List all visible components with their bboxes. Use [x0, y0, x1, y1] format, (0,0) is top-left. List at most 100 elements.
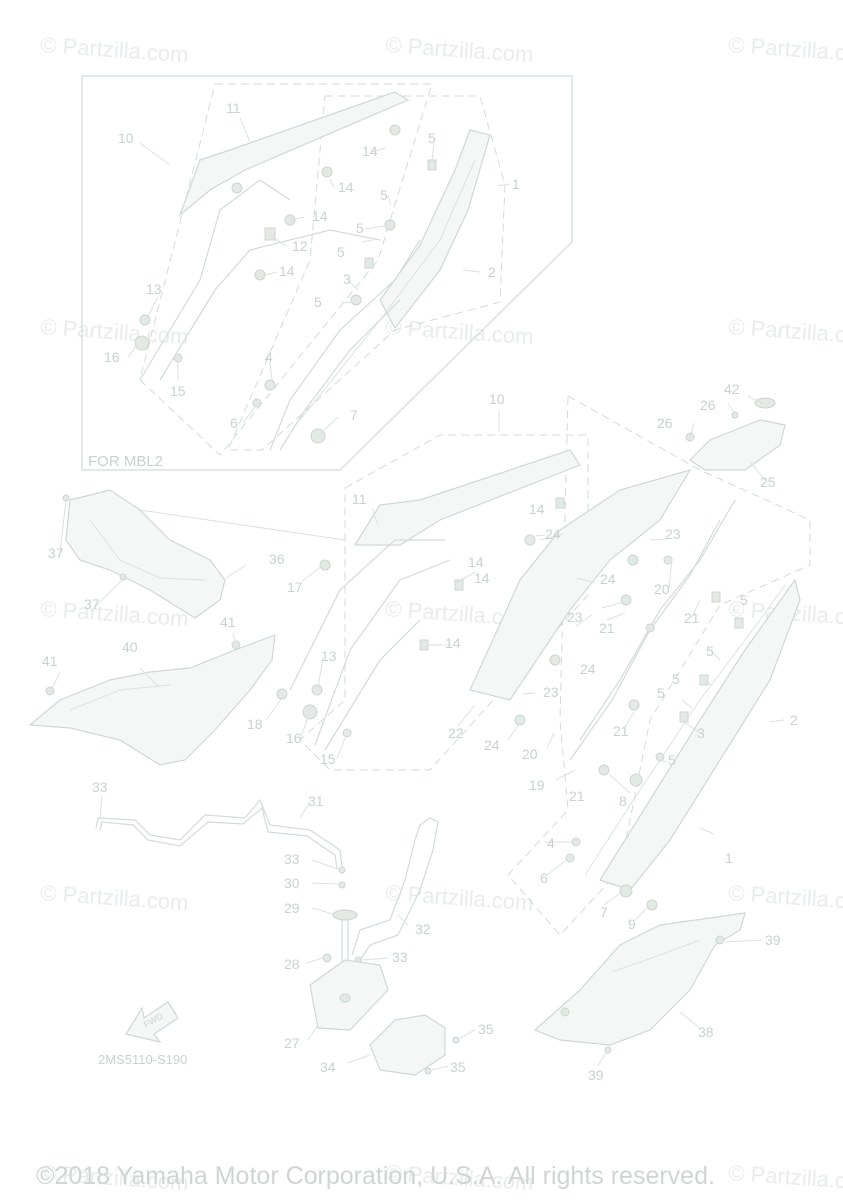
- callout: 27: [284, 1035, 300, 1051]
- callout: 35: [478, 1021, 494, 1037]
- watermark: © Partzilla.com: [728, 314, 843, 349]
- callout: 14: [474, 570, 490, 586]
- callout: 20: [522, 746, 538, 762]
- callout: 8: [619, 793, 627, 809]
- callout: 3: [697, 725, 705, 741]
- callout: 31: [308, 793, 324, 809]
- callout: 28: [284, 956, 300, 972]
- callout: 5: [380, 187, 388, 203]
- callout: 41: [220, 614, 236, 630]
- callout: 23: [665, 526, 681, 542]
- callout: 2: [488, 264, 496, 280]
- callout: 14: [529, 501, 545, 517]
- diagram-code: 2MS5110-S190: [98, 1052, 187, 1067]
- watermark: © Partzilla.com: [385, 32, 535, 67]
- callout: 39: [765, 932, 781, 948]
- callout: 26: [657, 415, 673, 431]
- callout: 20: [654, 581, 670, 597]
- watermark: © Partzilla.com: [728, 32, 843, 67]
- callout: 21: [569, 788, 585, 804]
- callout: 6: [540, 870, 548, 886]
- watermark: © Partzilla.com: [40, 880, 190, 915]
- fwd-arrow: FWD: [125, 1001, 179, 1043]
- callout: 5: [657, 685, 665, 701]
- watermark: © Partzilla.com: [40, 596, 190, 631]
- callout: 36: [269, 551, 285, 567]
- callout: 35: [450, 1059, 466, 1075]
- watermark: © Partzilla.com: [40, 314, 190, 349]
- callout: 19: [529, 777, 545, 793]
- callout: 5: [740, 592, 748, 608]
- callout: 29: [284, 900, 300, 916]
- callout: 24: [484, 737, 500, 753]
- callout: 24: [580, 661, 596, 677]
- callout: 14: [312, 208, 328, 224]
- callout: 24: [545, 526, 561, 542]
- callout: 26: [700, 397, 716, 413]
- callout: 18: [247, 716, 263, 732]
- callout: 5: [356, 220, 364, 236]
- watermark: © Partzilla.com: [385, 314, 535, 349]
- callout: 7: [350, 407, 358, 423]
- callout: 33: [392, 949, 408, 965]
- watermark: © Partzilla.com: [728, 1160, 843, 1195]
- callout: 33: [284, 851, 300, 867]
- watermark: © Partzilla.com: [40, 32, 190, 67]
- callout: 16: [104, 349, 120, 365]
- callout: 33: [92, 779, 108, 795]
- callout: 14: [279, 263, 295, 279]
- callout: 40: [122, 639, 138, 655]
- callout: 15: [170, 383, 186, 399]
- inset-panel: FOR MBL2 11 10 5: [81, 75, 573, 471]
- cover-38: 39 38 39: [533, 912, 781, 1083]
- callout: 1: [725, 850, 733, 866]
- callout: 38: [698, 1024, 714, 1040]
- watermark: © Partzilla.com: [385, 880, 535, 915]
- callout: 23: [567, 609, 583, 625]
- callout: 4: [547, 835, 555, 851]
- copyright-notice: ©2018 Yamaha Motor Corporation, U.S.A. A…: [36, 1162, 715, 1190]
- callout: 37: [48, 545, 64, 561]
- callout: 12: [292, 238, 308, 254]
- callout: 9: [628, 916, 636, 932]
- callout: 5: [337, 244, 345, 260]
- callout: 14: [468, 554, 484, 570]
- callout: 23: [543, 684, 559, 700]
- callout: 14: [362, 143, 378, 159]
- callout: 32: [415, 921, 431, 937]
- callout: 24: [600, 571, 616, 587]
- callout: 15: [320, 751, 336, 767]
- callout: 42: [724, 381, 740, 397]
- callout: 14: [445, 635, 461, 651]
- callout: 13: [321, 648, 337, 664]
- callout: 2: [790, 712, 798, 728]
- callout: 3: [343, 271, 351, 287]
- callout: 39: [588, 1067, 604, 1083]
- callout: 5: [672, 671, 680, 687]
- callout: 11: [226, 100, 241, 116]
- callout: 21: [613, 723, 629, 739]
- callout: 5: [428, 130, 436, 146]
- callout: 7: [600, 904, 608, 920]
- callout: 5: [668, 752, 676, 768]
- left-covers: [28, 489, 346, 766]
- callout: 37: [84, 596, 100, 612]
- callout: 5: [706, 643, 714, 659]
- main-assembly: 10 42 26 26 25 11 14 23 24 14 36 37 17 1…: [42, 381, 811, 936]
- callout: 21: [599, 620, 615, 636]
- watermark: © Partzilla.com: [728, 880, 843, 915]
- callout: 17: [287, 579, 303, 595]
- callout: 21: [684, 610, 700, 626]
- callout: 22: [448, 725, 464, 741]
- callout: 30: [284, 875, 300, 891]
- callout: 14: [338, 179, 354, 195]
- lower-assembly: 33 31 33 30 29 32 33 28 35 27 34 35: [92, 779, 494, 1076]
- callout: 34: [320, 1059, 336, 1075]
- callout: 10: [489, 391, 505, 407]
- callout: 11: [352, 491, 367, 507]
- callout: 16: [286, 730, 302, 746]
- inset-caption: FOR MBL2: [88, 453, 163, 470]
- callout: 13: [146, 281, 162, 297]
- callout: 4: [265, 349, 273, 365]
